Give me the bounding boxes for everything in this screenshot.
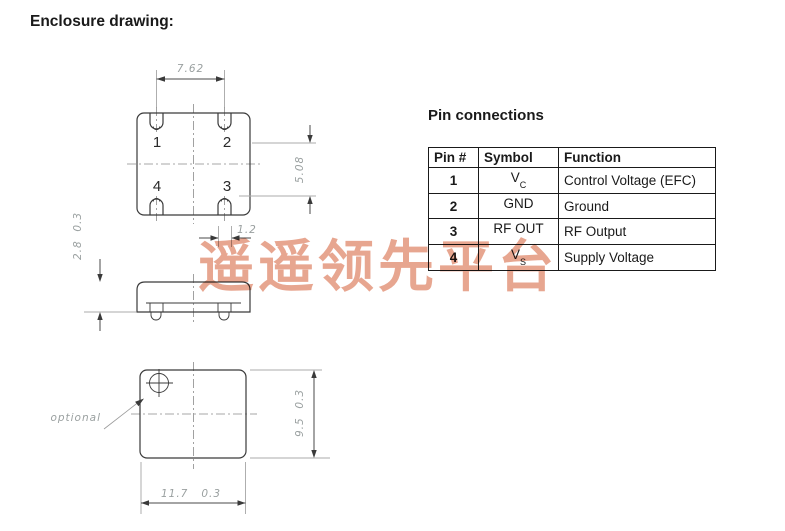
table-row: 1 VC Control Voltage (EFC) bbox=[428, 167, 716, 194]
svg-text:7.62: 7.62 bbox=[177, 63, 204, 75]
pin-function-cell: Ground bbox=[558, 192, 716, 220]
table-header-row: Pin # Symbol Function bbox=[428, 147, 716, 168]
pin-connections-section: Pin connections Pin # Symbol Function 1 … bbox=[428, 106, 716, 271]
col-header-symbol: Symbol bbox=[478, 147, 559, 168]
dimension-2-8: 2.8 0.3 bbox=[72, 212, 136, 331]
bottom-view-outline bbox=[103, 369, 247, 459]
dimension-9-5: 9.5 0.3 bbox=[250, 369, 330, 459]
dimension-7-62: 7.62 bbox=[156, 63, 225, 108]
col-header-pin: Pin # bbox=[428, 147, 479, 168]
pin-number-cell: 4 bbox=[428, 244, 479, 271]
pin-4-label: 4 bbox=[153, 178, 161, 195]
side-view-outline bbox=[136, 281, 251, 321]
pin-function-cell: Control Voltage (EFC) bbox=[558, 167, 716, 194]
pin-table: Pin # Symbol Function 1 VC Control Volta… bbox=[428, 147, 716, 271]
svg-text:1.2: 1.2 bbox=[237, 224, 257, 236]
pin1-marker-icon bbox=[146, 369, 173, 397]
table-row: 4 VS Supply Voltage bbox=[428, 244, 716, 271]
dimension-5-08: 5.08 bbox=[239, 125, 316, 214]
svg-text:9.5 0.3: 9.5 0.3 bbox=[294, 389, 306, 437]
pin-2-label: 2 bbox=[223, 134, 231, 151]
top-view-outline bbox=[136, 112, 251, 216]
watermark: 遥遥领先平台 bbox=[198, 235, 558, 300]
pin-connections-heading: Pin connections bbox=[428, 107, 544, 124]
pin-1-label: 1 bbox=[153, 134, 161, 151]
pin-number-cell: 3 bbox=[428, 218, 479, 246]
svg-text:2.8 0.3: 2.8 0.3 bbox=[72, 212, 84, 260]
svg-text:5.08: 5.08 bbox=[294, 156, 306, 183]
col-header-function: Function bbox=[558, 147, 716, 168]
centerlines bbox=[127, 104, 260, 469]
pin-3-label: 3 bbox=[223, 178, 231, 195]
page-title: Enclosure drawing: bbox=[30, 13, 174, 30]
table-row: 2 GND Ground bbox=[428, 192, 716, 220]
dimension-11-7: 11.7 0.3 bbox=[140, 462, 246, 514]
marking-note: optional bbox=[50, 412, 101, 424]
pin-symbol-cell: VS bbox=[478, 244, 559, 271]
dimension-1-2: 1.2 bbox=[199, 224, 257, 247]
svg-text:11.7 0.3: 11.7 0.3 bbox=[161, 488, 221, 500]
pin-function-cell: Supply Voltage bbox=[558, 244, 716, 271]
